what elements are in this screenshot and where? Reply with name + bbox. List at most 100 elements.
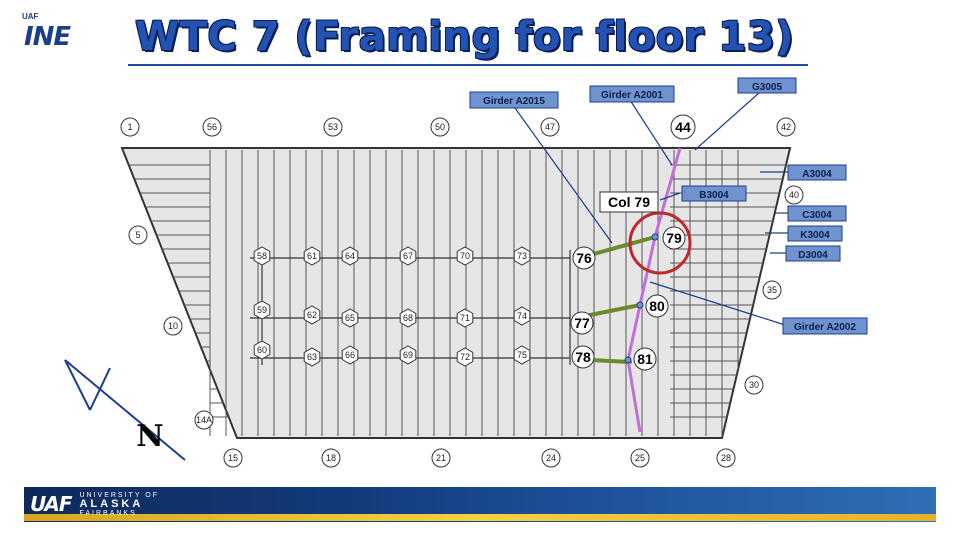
core-column-label: 69: [403, 350, 413, 360]
floor-outline: [120, 147, 792, 439]
core-column-marker: [253, 300, 271, 320]
floor-beams: [209, 150, 739, 436]
core-column-marker: [456, 308, 474, 328]
grid-bottom-25-label: 25: [635, 453, 645, 463]
grid-bottom-28-label: 28: [721, 453, 731, 463]
col-80-label: 80: [649, 298, 665, 314]
highlighted-beams: [588, 235, 657, 364]
north-label: N: [136, 419, 163, 454]
g3005-callout: G3005: [737, 77, 797, 94]
core-column-label: 60: [257, 345, 267, 355]
uaf-wordmark: UNIVERSITY OF ALASKA FAIRBANKS: [79, 491, 159, 518]
core-column-label: 59: [257, 305, 267, 315]
grid-right-40-bubble: [784, 185, 804, 205]
svg-text:G3005: G3005: [752, 82, 782, 93]
core-column-label: 64: [345, 251, 355, 261]
core-column-marker: [303, 305, 321, 325]
grid-left-10-label: 10: [168, 321, 178, 331]
footer-gold-stripe: [24, 514, 936, 521]
grid-top-50-label: 50: [435, 122, 445, 132]
col-78-label: 78: [575, 349, 591, 365]
core-column-marker: [253, 340, 271, 360]
col-81-label: 81: [637, 351, 653, 367]
core-column-label: 68: [403, 313, 413, 323]
ine-logo: UAF INE: [20, 12, 80, 60]
grid-bottom-18-label: 18: [326, 453, 336, 463]
grid-top-1-label: 1: [127, 122, 132, 132]
beam-78-81: [588, 358, 632, 364]
grid-left-10-bubble: [163, 316, 183, 336]
col-77-label: 77: [574, 315, 590, 331]
core-column-marker: [341, 246, 359, 266]
ine-logo-text: INE: [24, 22, 71, 52]
grid-right-40-label: 40: [789, 190, 799, 200]
north-compass: N: [64, 359, 186, 461]
core-column-marker: [399, 246, 417, 266]
beam-77-80: [588, 303, 642, 317]
c3004-callout: C3004: [787, 205, 847, 222]
k3004-callout: K3004: [787, 225, 843, 242]
core-column-marker: [513, 306, 531, 326]
core-column-marker: [253, 246, 271, 266]
grid-bottom-25-bubble: [630, 448, 650, 468]
grid-bottom-24-bubble: [541, 448, 561, 468]
svg-text:B3004: B3004: [699, 190, 729, 201]
grid-top-42-label: 42: [781, 122, 791, 132]
key-column-nodes: [624, 233, 659, 364]
col-79-label: 79: [666, 230, 682, 246]
girder-a2015-callout: Girder A2015: [469, 91, 559, 109]
grid-bottom-21-bubble: [431, 448, 451, 468]
girder-a2002-callout: Girder A2002: [782, 317, 868, 335]
grid-top-56-label: 56: [207, 122, 217, 132]
svg-text:Girder A2001: Girder A2001: [601, 90, 663, 101]
uaf-line3: FAIRBANKS: [79, 509, 137, 517]
core-column-label: 72: [460, 352, 470, 362]
grid-bottom-15-label: 15: [228, 453, 238, 463]
core-column-label: 73: [517, 251, 527, 261]
d3004-callout: D3004: [785, 245, 841, 262]
svg-text:D3004: D3004: [798, 250, 828, 261]
core-column-label: 70: [460, 251, 470, 261]
svg-text:C3004: C3004: [802, 210, 832, 221]
grid-top-47-bubble: [540, 117, 560, 137]
a3004-callout: A3004: [787, 164, 847, 181]
core-column-marker: [399, 345, 417, 365]
ine-logo-uaf: UAF: [22, 12, 39, 21]
core-column-label: 62: [307, 310, 317, 320]
svg-text:K3004: K3004: [800, 230, 830, 241]
grid-top-1-bubble: [120, 117, 140, 137]
core-column-label: 63: [307, 352, 317, 362]
grid-bottom-15-bubble: [223, 448, 243, 468]
grid-top-53-bubble: [323, 117, 343, 137]
core-column-label: 71: [460, 313, 470, 323]
core-column-label: 66: [345, 350, 355, 360]
core-column-marker: [399, 308, 417, 328]
core-column-label: 58: [257, 251, 267, 261]
grid-top-50-bubble: [430, 117, 450, 137]
grid-left-14A-bubble: [194, 410, 214, 430]
grid-bottom-24-label: 24: [546, 453, 556, 463]
callout-leaders: [514, 91, 790, 326]
core-column-label: 75: [517, 350, 527, 360]
core-column-marker: [303, 347, 321, 367]
svg-text:Girder A2002: Girder A2002: [794, 322, 856, 333]
grid-bottom-21-label: 21: [436, 453, 446, 463]
uaf-footer-logo: UAF UNIVERSITY OF ALASKA FAIRBANKS: [30, 490, 159, 518]
core-column-label: 74: [517, 311, 527, 321]
core-column-marker: [513, 345, 531, 365]
left-zone-beams: [128, 164, 787, 418]
col-76-label: 76: [576, 250, 592, 266]
grid-right-30-label: 30: [749, 380, 759, 390]
grid-right-35-bubble: [762, 280, 782, 300]
core-column-marker: [456, 246, 474, 266]
col79-highlight-circle: [628, 211, 692, 275]
core-column-marker: [513, 246, 531, 266]
grid-right-35-label: 35: [767, 285, 777, 295]
beam-76-79: [588, 235, 657, 257]
title-underline: [128, 64, 808, 66]
b3004-callout: B3004: [681, 185, 747, 202]
grid-right-30-bubble: [744, 375, 764, 395]
